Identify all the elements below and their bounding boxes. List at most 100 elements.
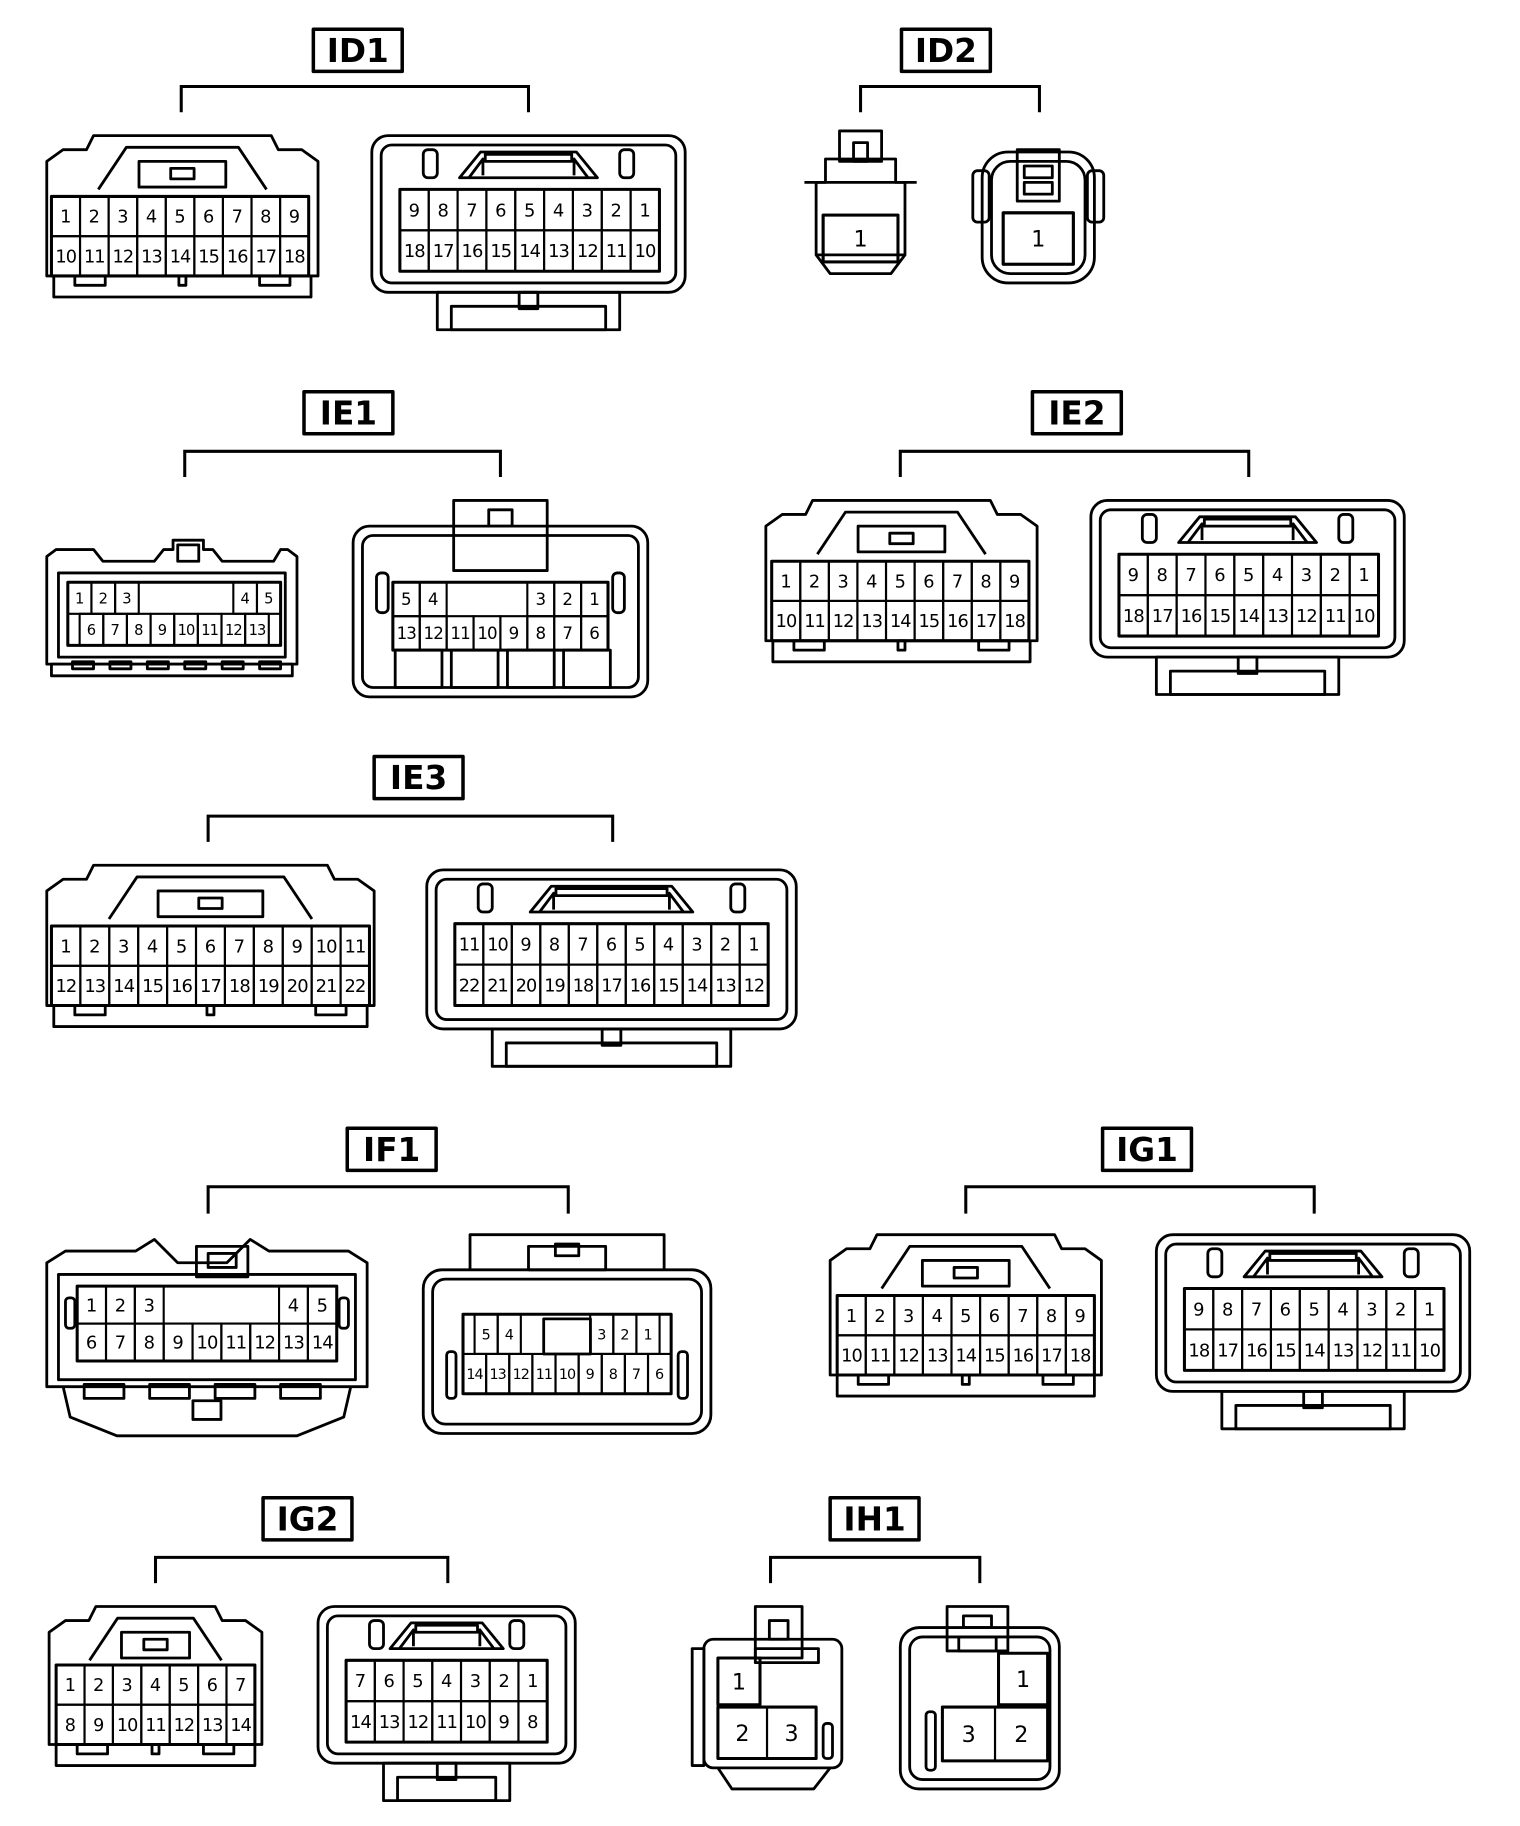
ie2-female-pin-label: 13 xyxy=(1267,606,1288,627)
ie2-female-pin-label: 6 xyxy=(1214,565,1225,586)
ie2-female-pin-label: 16 xyxy=(1181,606,1202,627)
ig2-female-pin-label: 14 xyxy=(350,1712,371,1733)
id1-female-skirt xyxy=(435,290,622,332)
ie3-male-pin-label: 9 xyxy=(291,936,302,957)
ie2-male-pin-label: 12 xyxy=(833,612,854,632)
ie2-label: IE2 xyxy=(1048,394,1105,432)
ig1-pairing-bracket xyxy=(964,1185,1316,1214)
ie3-female-pin-label: 2 xyxy=(720,936,731,956)
ie3-female-pin-label: 9 xyxy=(520,936,531,956)
ie3-female-pin-label: 4 xyxy=(663,936,674,956)
if1-male-rib xyxy=(213,1382,257,1400)
ie1-female-pin-label: 2 xyxy=(562,590,573,609)
ie2-female-lock-bar xyxy=(1202,517,1293,528)
ie3-female-lock-tab xyxy=(528,884,695,914)
ig1-female-lock-arrow xyxy=(1252,1256,1269,1278)
ie2-female-key xyxy=(1236,655,1259,675)
ie1-pairing-bracket xyxy=(183,449,502,478)
if1-male-key xyxy=(191,1399,223,1421)
if1-male-pin-label: 7 xyxy=(115,1333,126,1354)
ig1-male-pin-label: 15 xyxy=(984,1347,1005,1367)
ie3-male-pin-label: 16 xyxy=(171,976,192,997)
ie1-female-pocket xyxy=(393,648,444,689)
ig2-female-pin-label: 11 xyxy=(436,1712,457,1733)
ig1-male-pin-label: 3 xyxy=(903,1307,914,1327)
ih1-label: IH1 xyxy=(843,1501,905,1539)
if1-female-pin-label: 13 xyxy=(490,1367,506,1383)
id1-female-pin-label: 2 xyxy=(610,200,621,221)
if1-female-pin-label: 1 xyxy=(643,1327,652,1343)
if1-male-pin-label: 1 xyxy=(86,1295,97,1316)
if1-female-pin-cell xyxy=(646,1352,673,1395)
ie3-female-key xyxy=(600,1027,623,1047)
ie1-female-shell xyxy=(351,524,650,699)
ie1-male-face xyxy=(57,571,287,659)
ih1-male-pin-label: 1 xyxy=(732,1669,746,1695)
ih1-male-latch-nub xyxy=(767,1619,790,1641)
ig2-label: IG2 xyxy=(277,1501,339,1539)
ie2-female-pin-label: 4 xyxy=(1272,565,1283,586)
ig2-female-lock-bar xyxy=(414,1623,479,1634)
ie3-male-pin-label: 13 xyxy=(84,976,105,997)
if1-male-pin-label: 5 xyxy=(317,1295,328,1316)
ig2-male-pin-cell xyxy=(225,1703,256,1746)
ie2-male-pin-label: 6 xyxy=(923,572,934,592)
ie2-female-rib xyxy=(1140,513,1158,544)
ih1-label-box xyxy=(828,1496,921,1542)
id1-male-pin-label: 15 xyxy=(198,247,219,267)
id2-female-pin-label: 1 xyxy=(1031,227,1045,253)
if1-male-pin-label: 2 xyxy=(115,1295,126,1316)
if1-male-skirt xyxy=(61,1386,353,1438)
ie3-female-pin-label: 22 xyxy=(459,976,480,996)
ih1-female-pin-label: 3 xyxy=(962,1722,976,1748)
ih1-female-latch-bar xyxy=(957,1635,998,1653)
ie3-female-rib xyxy=(729,882,747,914)
ie2-male-pin-label: 3 xyxy=(838,572,849,592)
id1-male-pin-label: 17 xyxy=(255,247,276,267)
ie2-male-pin-label: 9 xyxy=(1009,572,1020,592)
id2-pairing-bracket xyxy=(859,85,1041,113)
id1-female-pin-cell xyxy=(629,229,661,273)
ie1-female-pin-label: 10 xyxy=(477,624,497,643)
ig1-female-pin-label: 16 xyxy=(1246,1340,1267,1361)
ig2-female-shell-inner xyxy=(325,1614,568,1756)
ie1-male-pin-label: 5 xyxy=(264,590,273,607)
id2-female-shell-inner xyxy=(990,159,1087,276)
if1-male-pin-label: 10 xyxy=(197,1333,218,1354)
ie1-male-pin-label: 2 xyxy=(99,590,108,607)
ih1-male-latch-bar xyxy=(753,1647,820,1665)
ig2-female-lock-tab xyxy=(388,1621,505,1651)
id1-female-pin-label: 13 xyxy=(548,241,569,262)
ig1-female-pin-label: 13 xyxy=(1333,1340,1354,1361)
ig1-male-pin-label: 1 xyxy=(846,1307,857,1327)
ig2-male-pin-label: 12 xyxy=(174,1716,195,1736)
ie3-female-pin-label: 18 xyxy=(573,976,594,996)
ig2-male-pin-label: 13 xyxy=(202,1716,223,1736)
ie1-male-pin-label: 10 xyxy=(178,622,195,639)
ie1-female-pin-label: 4 xyxy=(428,590,439,609)
ig1-male-pin-label: 8 xyxy=(1046,1307,1057,1327)
ie3-label-box xyxy=(372,754,465,801)
ie2-female-skirt xyxy=(1154,655,1341,696)
ih1-female-rib xyxy=(924,1710,937,1772)
ih1-male-pin-label: 2 xyxy=(735,1721,749,1747)
ig2-male-pin-label: 4 xyxy=(150,1676,161,1696)
ie3-female-pin-label: 17 xyxy=(601,976,622,996)
ig2-female-pin-label: 4 xyxy=(441,1671,452,1692)
id1-female-pin-label: 7 xyxy=(466,200,477,221)
id1-female-pin-label: 10 xyxy=(635,241,656,262)
ig2-female-key xyxy=(435,1761,458,1781)
ig1-male-latch-ramp xyxy=(880,1244,1052,1290)
ie1-female-pin-cell xyxy=(580,615,610,652)
ie2-female-pin-label: 18 xyxy=(1123,606,1144,627)
ie1-female-pin-label: 13 xyxy=(397,624,417,643)
ig1-male-pin-label: 16 xyxy=(1013,1347,1034,1367)
ie3-male-pin-label: 8 xyxy=(263,936,274,957)
ie1-female-pocket xyxy=(506,648,556,689)
